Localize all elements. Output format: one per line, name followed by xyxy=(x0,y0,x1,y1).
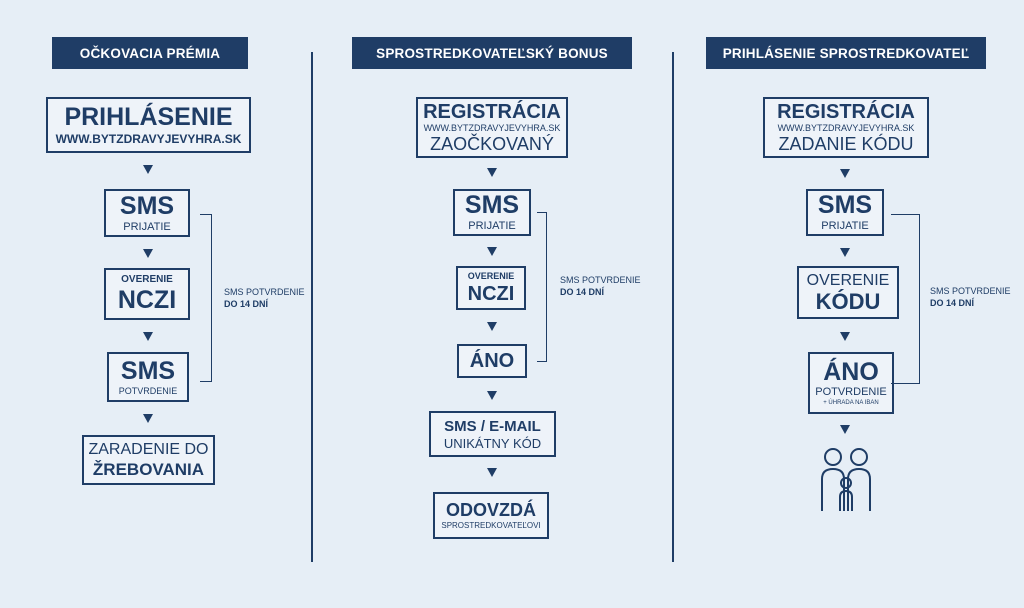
step-ano-potvrdenie: ÁNO POTVRDENIE + ÚHRADA NA IBAN xyxy=(808,352,894,414)
flow-arrow xyxy=(487,168,497,177)
step-sms-email: SMS / E-MAIL UNIKÁTNY KÓD xyxy=(429,411,556,457)
flow-arrow xyxy=(840,169,850,178)
step-subtitle: UNIKÁTNY KÓD xyxy=(443,435,542,451)
step-title: ŽREBOVANIA xyxy=(92,460,205,479)
step-title: ÁNO xyxy=(823,358,879,386)
step-registracia: REGISTRÁCIA WWW.BYTZDRAVYJEVYHRA.SK ZADA… xyxy=(763,97,929,158)
step-overenie-nczi: OVERENIE NCZI xyxy=(104,268,190,320)
flow-arrow xyxy=(143,332,153,341)
step-subtitle: POTVRDENIE xyxy=(118,385,178,396)
flow-arrow xyxy=(487,468,497,477)
sms-confirmation-bracket xyxy=(537,212,547,362)
flow-arrow xyxy=(487,247,497,256)
step-subtitle: ZADANIE KÓDU xyxy=(778,134,914,154)
step-top: OVERENIE xyxy=(806,271,890,289)
flow-arrow xyxy=(143,165,153,174)
family-icon xyxy=(817,445,877,513)
step-overenie-nczi: OVERENIE NCZI xyxy=(456,266,526,310)
note-line: SMS POTVRDENIE xyxy=(930,286,1011,296)
step-title: REGISTRÁCIA xyxy=(777,101,915,123)
step-subtitle-iban: + ÚHRADA NA IBAN xyxy=(823,400,879,406)
step-subtitle: POTVRDENIE xyxy=(815,386,887,398)
note-line: SMS POTVRDENIE xyxy=(560,275,641,285)
flow-arrow xyxy=(143,249,153,258)
step-title: ÁNO xyxy=(469,350,515,372)
step-ano: ÁNO xyxy=(457,344,527,378)
column-divider-2 xyxy=(672,52,674,562)
step-title: REGISTRÁCIA xyxy=(423,101,561,123)
step-odovzda: ODOVZDÁ SPROSTREDKOVATEĽOVI xyxy=(433,492,549,539)
step-subtitle: PRIJATIE xyxy=(123,220,171,233)
flow-arrow xyxy=(143,414,153,423)
sms-confirmation-note: SMS POTVRDENIE DO 14 DNÍ xyxy=(930,286,1011,309)
column-header-sprostredkovatelsky-bonus: SPROSTREDKOVATEĽSKÝ BONUS xyxy=(352,37,632,69)
step-title: PRIHLÁSENIE xyxy=(64,103,233,131)
step-title: ODOVZDÁ xyxy=(446,500,536,520)
flow-arrow xyxy=(487,322,497,331)
step-sms-prijatie: SMS PRIJATIE xyxy=(453,189,531,236)
note-deadline: DO 14 DNÍ xyxy=(930,297,975,308)
step-sms-potvrdenie: SMS POTVRDENIE xyxy=(107,352,189,402)
sms-confirmation-bracket xyxy=(891,214,920,384)
step-url: WWW.BYTZDRAVYJEVYHRA.SK xyxy=(423,123,561,133)
step-subtitle: PRIJATIE xyxy=(821,220,869,232)
step-sms-prijatie: SMS PRIJATIE xyxy=(806,189,884,236)
step-url: WWW.BYTZDRAVYJEVYHRA.SK xyxy=(777,123,915,133)
flow-arrow xyxy=(840,425,850,434)
step-zaradenie: ZARADENIE DO ŽREBOVANIA xyxy=(82,435,215,485)
step-subtitle: SPROSTREDKOVATEĽOVI xyxy=(441,521,541,530)
step-sms-prijatie: SMS PRIJATIE xyxy=(104,189,190,237)
flow-arrow xyxy=(487,391,497,400)
sms-confirmation-bracket xyxy=(200,214,212,382)
note-deadline: DO 14 DNÍ xyxy=(560,286,605,297)
column-header-ockovacia-premia: OČKOVACIA PRÉMIA xyxy=(52,37,248,69)
column-divider-1 xyxy=(311,52,313,562)
step-url: WWW.BYTZDRAVYJEVYHRA.SK xyxy=(55,132,242,146)
column-header-prihlasenie-sprostredkovatel: PRIHLÁSENIE SPROSTREDKOVATEĽ xyxy=(706,37,986,69)
step-title: SMS xyxy=(120,356,176,385)
sms-confirmation-note: SMS POTVRDENIE DO 14 DNÍ xyxy=(560,275,641,298)
step-prihlasenie: PRIHLÁSENIE WWW.BYTZDRAVYJEVYHRA.SK xyxy=(46,97,251,153)
step-title: SMS xyxy=(464,191,520,219)
note-deadline: DO 14 DNÍ xyxy=(224,298,269,309)
step-top: OVERENIE xyxy=(467,271,515,281)
step-title: KÓDU xyxy=(815,288,881,314)
step-registracia: REGISTRÁCIA WWW.BYTZDRAVYJEVYHRA.SK ZAOČ… xyxy=(416,97,568,158)
note-line: SMS POTVRDENIE xyxy=(224,287,305,297)
step-title: SMS / E-MAIL xyxy=(444,417,541,435)
step-top: ZARADENIE DO xyxy=(88,441,209,458)
step-subtitle: PRIJATIE xyxy=(468,220,516,232)
flow-arrow xyxy=(840,332,850,341)
step-top: OVERENIE xyxy=(121,274,173,285)
step-title: NCZI xyxy=(117,286,177,314)
sms-confirmation-note: SMS POTVRDENIE DO 14 DNÍ xyxy=(224,287,305,310)
step-title: NCZI xyxy=(467,283,515,305)
step-subtitle: ZAOČKOVANÝ xyxy=(430,134,554,154)
step-title: SMS xyxy=(817,191,873,219)
step-overenie-kodu: OVERENIE KÓDU xyxy=(797,266,899,319)
step-title: SMS xyxy=(119,191,175,220)
flow-arrow xyxy=(840,248,850,257)
